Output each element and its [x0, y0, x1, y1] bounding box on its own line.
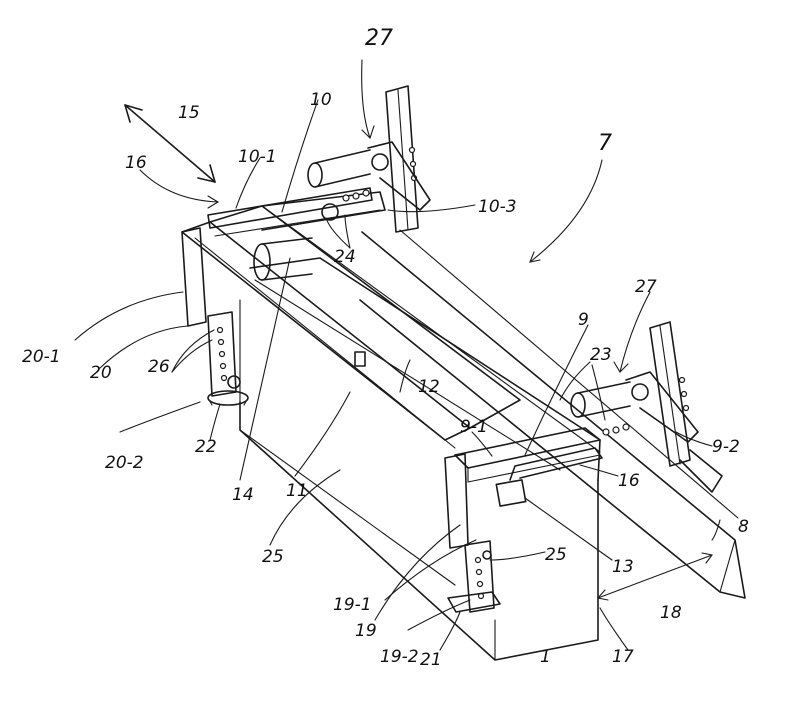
- label-26: 26: [148, 357, 170, 377]
- rail-clip: [354, 351, 366, 367]
- label-16-front: 16: [618, 471, 640, 491]
- label-8: 8: [738, 517, 749, 537]
- clamp-27-front: [570, 321, 723, 493]
- leg-20: [181, 227, 241, 397]
- label-19: 19: [355, 621, 377, 641]
- label-9-2: 9-2: [712, 437, 740, 457]
- label-21: 21: [420, 650, 442, 670]
- label-13: 13: [612, 557, 634, 577]
- label-20-1: 20-1: [22, 347, 61, 367]
- arrow-16-rear: [139, 169, 220, 209]
- label-11: 11: [286, 481, 308, 501]
- leader-lines: [74, 99, 721, 651]
- label-24: 24: [334, 247, 356, 267]
- leg-19: [444, 453, 495, 613]
- label-27-front: 27: [635, 277, 657, 297]
- clamp-27-rear: [307, 85, 431, 233]
- cylinder-14: [253, 237, 313, 281]
- tray-panel: [239, 257, 601, 481]
- foot-22: [207, 390, 249, 406]
- reference-numerals: 27 7 10 15 16 10-1 10-3 24 27 9 23 20-1 …: [22, 26, 749, 670]
- crossbar-9: [454, 427, 601, 483]
- label-17: 17: [612, 647, 634, 667]
- label-9-1: 9-1: [460, 417, 488, 437]
- crossbar-10: [207, 187, 381, 237]
- plate-8: [359, 229, 746, 599]
- label-10: 10: [310, 90, 332, 110]
- label-14: 14: [232, 485, 254, 505]
- label-27-rear: 27: [365, 26, 393, 51]
- label-18: 18: [660, 603, 682, 623]
- label-7: 7: [598, 131, 612, 156]
- label-9: 9: [578, 310, 589, 330]
- label-19-1: 19-1: [333, 595, 372, 615]
- label-25-right: 25: [545, 545, 567, 565]
- label-22: 22: [195, 437, 217, 457]
- handle-13: [495, 447, 603, 507]
- arrow-7: [529, 159, 603, 263]
- arrow-27-rear: [361, 59, 375, 140]
- label-23: 23: [590, 345, 612, 365]
- label-10-1: 10-1: [238, 147, 277, 167]
- box-1: [239, 401, 599, 661]
- label-25-left: 25: [262, 547, 284, 567]
- arrow-27-front: [613, 291, 651, 373]
- label-16-rear: 16: [125, 153, 147, 173]
- label-1: 1: [540, 647, 551, 667]
- label-10-3: 10-3: [478, 197, 517, 217]
- label-19-2: 19-2: [380, 647, 419, 667]
- dimension-18: [596, 552, 713, 601]
- frame-rails: [181, 191, 601, 453]
- label-20-2: 20-2: [105, 453, 144, 473]
- label-12: 12: [418, 377, 440, 397]
- label-20: 20: [90, 363, 112, 383]
- label-15: 15: [178, 103, 200, 123]
- arrow-15: [124, 104, 216, 183]
